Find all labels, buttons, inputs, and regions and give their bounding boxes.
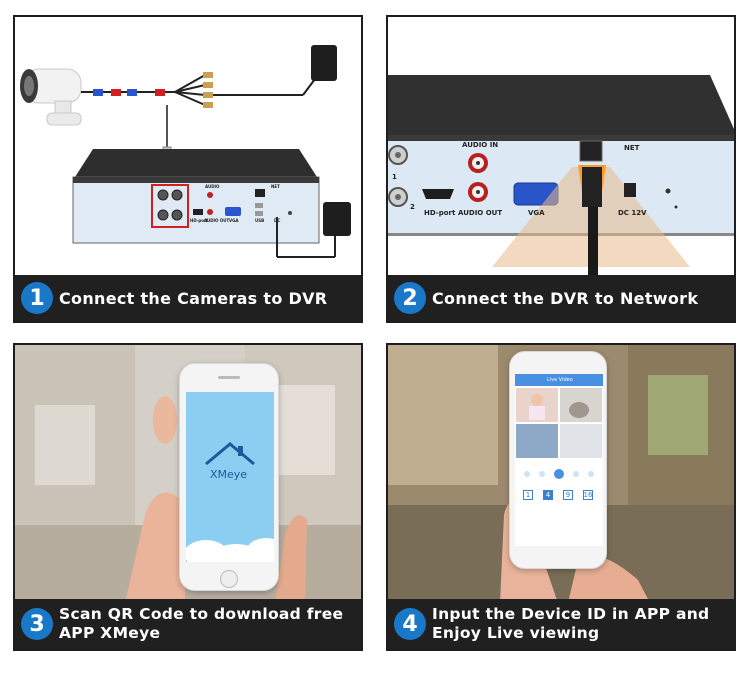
step-2-panel: 1 2 AUDIO IN HD-port AUDIO OUT VGA NET D…: [386, 15, 736, 323]
dvr-camera-wiring-graphic: [15, 17, 361, 275]
control-dot-icon[interactable]: [573, 471, 580, 477]
control-dot-icon[interactable]: [523, 471, 530, 477]
dvr-rear-panel-graphic: [388, 17, 734, 275]
step-number-badge: 4: [394, 608, 426, 640]
step-1-text: Connect the Cameras to DVR: [59, 288, 328, 308]
control-dot-icon[interactable]: [538, 471, 545, 477]
usb-label: USB: [255, 218, 265, 223]
net-label: NET: [271, 184, 280, 189]
hd-port-label: HD-port: [190, 218, 208, 223]
step-4-panel: Live Video 1 4: [386, 343, 736, 651]
dvr-to-network-illustration: 1 2 AUDIO IN HD-port AUDIO OUT VGA NET D…: [388, 17, 734, 275]
live-viewing-photo: Live Video 1 4: [388, 345, 734, 603]
phone-screen: Live Video 1 4: [515, 374, 603, 546]
channel-9-button[interactable]: 9: [563, 490, 573, 500]
bnc-2-label: 2: [410, 203, 415, 211]
dc-label: DC: [274, 218, 281, 223]
vga-label: VGA: [528, 209, 545, 217]
step-1-caption: 1 Connect the Cameras to DVR: [15, 275, 361, 321]
channel-1-button[interactable]: 1: [523, 490, 533, 500]
audio-in-label: AUDIO IN: [462, 141, 499, 149]
step-4-caption: 4 Input the Device ID in APP and Enjoy L…: [388, 599, 734, 649]
app-header: [515, 374, 603, 386]
audio-out-label: AUDIO OUT: [204, 218, 230, 223]
vga-label: VGA: [229, 218, 239, 223]
step-1-panel: AUDIO HD-port AUDIO OUT VGA USB NET DC 1…: [13, 15, 363, 323]
app-name: XMeye: [210, 468, 248, 481]
control-dot-icon[interactable]: [588, 471, 595, 477]
hand-icon: [125, 396, 307, 603]
step-4-text: Input the Device ID in APP and Enjoy Liv…: [432, 605, 709, 643]
step-number-badge: 2: [394, 282, 426, 314]
audio-out-label: AUDIO OUT: [458, 209, 503, 217]
hd-port-label: HD-port: [424, 209, 456, 217]
channel-16-button[interactable]: 16: [583, 490, 593, 500]
step-number-badge: 3: [21, 608, 53, 640]
audio-port-label: AUDIO: [205, 184, 220, 189]
home-button[interactable]: [220, 570, 238, 588]
step-4-text-line-2: Enjoy Live viewing: [432, 624, 600, 642]
step-4-text-line-1: Input the Device ID in APP and: [432, 605, 710, 623]
smartphone: XMeye: [179, 363, 279, 591]
step-3-panel: XMeye 3 Scan QR Code to download free AP…: [13, 343, 363, 651]
cameras-to-dvr-illustration: AUDIO HD-port AUDIO OUT VGA USB NET DC: [15, 17, 361, 275]
channel-4-button[interactable]: 4: [543, 490, 553, 500]
step-2-caption: 2 Connect the DVR to Network: [388, 275, 734, 321]
step-3-text-line-2: APP XMeye: [59, 624, 161, 642]
step-2-text: Connect the DVR to Network: [432, 288, 699, 308]
bullet-camera-icon: [20, 68, 82, 126]
speaker-grille: [218, 376, 240, 379]
dc-12v-label: DC 12V: [618, 209, 647, 217]
playback-controls: [519, 468, 599, 480]
bnc-1-label: 1: [392, 173, 397, 181]
step-3-text-line-1: Scan QR Code to download free: [59, 605, 344, 623]
phone-screen: XMeye: [186, 392, 274, 562]
xmeye-logo-icon: [186, 392, 274, 562]
screen-title: Live Video: [547, 377, 573, 383]
scan-qr-photo: XMeye: [15, 345, 361, 603]
camera-grid-view: [516, 388, 602, 458]
step-3-caption: 3 Scan QR Code to download free APP XMey…: [15, 599, 361, 649]
step-number-badge: 1: [21, 282, 53, 314]
record-icon[interactable]: [553, 469, 564, 479]
smartphone: Live Video 1 4: [509, 351, 607, 569]
step-3-text: Scan QR Code to download free APP XMeye: [59, 605, 343, 643]
net-label: NET: [624, 144, 640, 152]
